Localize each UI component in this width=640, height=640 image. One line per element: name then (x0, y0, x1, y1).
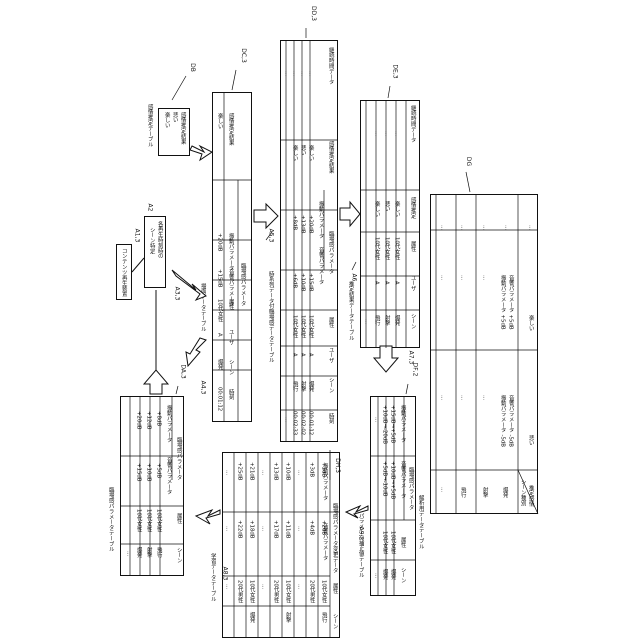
dh-r6c2: +18dB (248, 520, 254, 539)
dg-grid (430, 194, 538, 514)
dh-r7c1: 20代男性 (236, 580, 242, 603)
arrow-dd-to-de (340, 202, 360, 226)
dh-r5c2: … (260, 526, 266, 531)
arrow-da-to-extract (144, 370, 168, 394)
arrow-emotion-to-dc (190, 146, 212, 160)
dh-r0c3: +1dB (320, 462, 326, 477)
arrow-dc-to-da (186, 338, 206, 366)
dh-r1c3: +3dB (308, 462, 314, 477)
dh-r6c1: 10代女性 (248, 580, 254, 603)
dh-r2c2: … (296, 526, 302, 531)
arrow-df-to-dh (346, 506, 368, 518)
dh-r4c1: 20代男性 (272, 580, 278, 603)
arrow-dc-to-dd (254, 204, 278, 228)
dh-r1c1: 20代男性 (308, 580, 314, 603)
dh-r2c3: … (296, 470, 302, 475)
dh-r8c1: … (224, 584, 230, 589)
de-grid (360, 100, 420, 348)
dh-r7c2: +22dB (236, 520, 242, 539)
leader-db (172, 76, 186, 100)
leader-a5 (266, 232, 272, 240)
dh-r3c1: 10代女性 (284, 580, 290, 603)
arrow-player-to-extract (132, 258, 144, 272)
leader-a6 (352, 262, 356, 270)
dh-r8c2: … (224, 526, 230, 531)
leader-dc (232, 70, 236, 90)
dh-r7c3: +25dB (236, 462, 242, 481)
da-grid (120, 396, 184, 576)
dh-r4c3: +13dB (272, 462, 278, 481)
arrow-de-to-df (374, 346, 398, 372)
dh-r4c2: +17dB (272, 520, 278, 539)
leader-dg (466, 172, 470, 192)
dd-grid (280, 40, 338, 442)
dh-r6c0: 爆発 (248, 612, 254, 623)
dh-r3c3: +10dB (284, 462, 290, 481)
arrow-dh-to-da (196, 510, 220, 524)
dh-r0c2: +2dB (320, 520, 326, 535)
dh-r3c0: 射撃 (284, 612, 290, 623)
df-grid (370, 396, 416, 596)
dh-r8c3: … (224, 470, 230, 475)
dh-r6c3: +21dB (248, 462, 254, 481)
dh-r5c3: … (260, 470, 266, 475)
leader-da (176, 386, 178, 394)
arrow-extract-to-dc (172, 270, 206, 300)
dh-r1c2: +4dB (308, 520, 314, 535)
dh-r0c1: 10代女性 (320, 580, 326, 603)
dh-r3c2: +11dB (284, 520, 290, 539)
leader-de (388, 86, 390, 98)
dh-r5c1: … (260, 584, 266, 589)
dh-r2c1: … (296, 584, 302, 589)
dc-grid (212, 92, 252, 422)
leader-df (406, 384, 408, 394)
dh-r0c0: 飛行 (320, 612, 326, 623)
